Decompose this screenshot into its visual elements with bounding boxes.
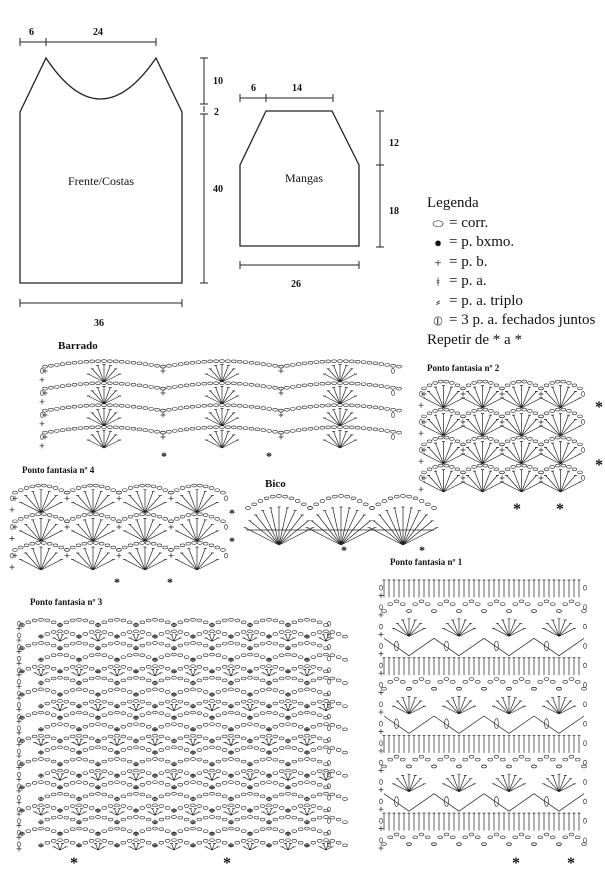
pf4-chart	[9, 483, 228, 571]
legend: Legenda ⬭= corr. ●= p. bxmo. += p. b. ǂ=…	[427, 194, 595, 350]
legend-item: ⸗= p. a. triplo	[427, 292, 595, 312]
repeat-marker: *	[114, 575, 120, 589]
triple-crochet-icon: ⸗	[435, 293, 441, 309]
sleeve-top-dim: 14	[292, 83, 302, 94]
single-crochet-cross-icon: +	[434, 254, 442, 270]
repeat-marker: *	[512, 855, 520, 872]
barrado-title: Barrado	[58, 340, 98, 352]
legend-item: += p. b.	[427, 253, 595, 273]
legend-title: Legenda	[427, 195, 479, 211]
front-shoulder-dim: 6	[29, 27, 34, 38]
cluster-icon: ⦶	[433, 313, 443, 328]
repeat-marker: *	[161, 449, 167, 463]
repeat-marker: *	[229, 534, 235, 548]
repeat-marker: *	[419, 543, 425, 557]
repeat-marker: *	[513, 501, 521, 518]
sleeve-length-dim: 18	[389, 206, 399, 217]
repeat-marker: *	[567, 855, 575, 872]
legend-item: ǂ= p. a.	[427, 272, 595, 292]
barrado-chart	[39, 359, 402, 449]
repeat-note: Repetir de * a *	[427, 331, 522, 348]
legend-item: ⦶= 3 p. a. fechados juntos	[427, 311, 595, 331]
front-back-schematic	[19, 38, 208, 307]
chain-oval-icon: ⬭	[432, 215, 444, 231]
pf3-title: Ponto fantasia nº 3	[30, 597, 103, 607]
pf1-chart	[378, 579, 587, 851]
sleeve-side-dim: 6	[251, 83, 256, 94]
repeat-marker: *	[595, 399, 603, 416]
pf4-title: Ponto fantasia nº 4	[22, 465, 95, 475]
front-neck-depth-dim: 10	[213, 76, 223, 87]
bico-chart	[243, 494, 439, 546]
pf2-title: Ponto fantasia nº 2	[427, 363, 500, 373]
repeat-marker: *	[341, 543, 347, 557]
sleeve-width-dim: 26	[291, 279, 301, 290]
slip-stitch-dot-icon: ●	[434, 235, 442, 250]
repeat-marker: *	[223, 855, 231, 872]
front-neck-dim: 24	[93, 27, 103, 38]
front-back-label: Frente/Costas	[68, 174, 134, 188]
legend-item: ⬭= corr.	[427, 214, 595, 234]
pf1-title: Ponto fantasia nº 1	[390, 557, 463, 567]
bico-title: Bico	[265, 478, 286, 490]
pf2-chart	[418, 379, 585, 493]
repeat-marker: *	[556, 501, 564, 518]
repeat-marker: *	[70, 855, 78, 872]
repeat-marker: *	[167, 575, 173, 589]
repeat-marker: *	[595, 457, 603, 474]
double-crochet-icon: ǂ	[436, 274, 440, 289]
repeat-marker: *	[266, 449, 272, 463]
sleeve-cap-dim: 12	[389, 138, 399, 149]
sleeve-schematic	[239, 94, 384, 269]
pf3-chart	[16, 618, 348, 852]
repeat-marker: *	[229, 506, 235, 520]
front-gap-dim: 2	[214, 107, 219, 118]
front-length-dim: 40	[213, 184, 223, 195]
sleeves-label: Mangas	[285, 171, 323, 185]
legend-item: ●= p. bxmo.	[427, 233, 595, 253]
front-width-dim: 36	[94, 318, 104, 329]
